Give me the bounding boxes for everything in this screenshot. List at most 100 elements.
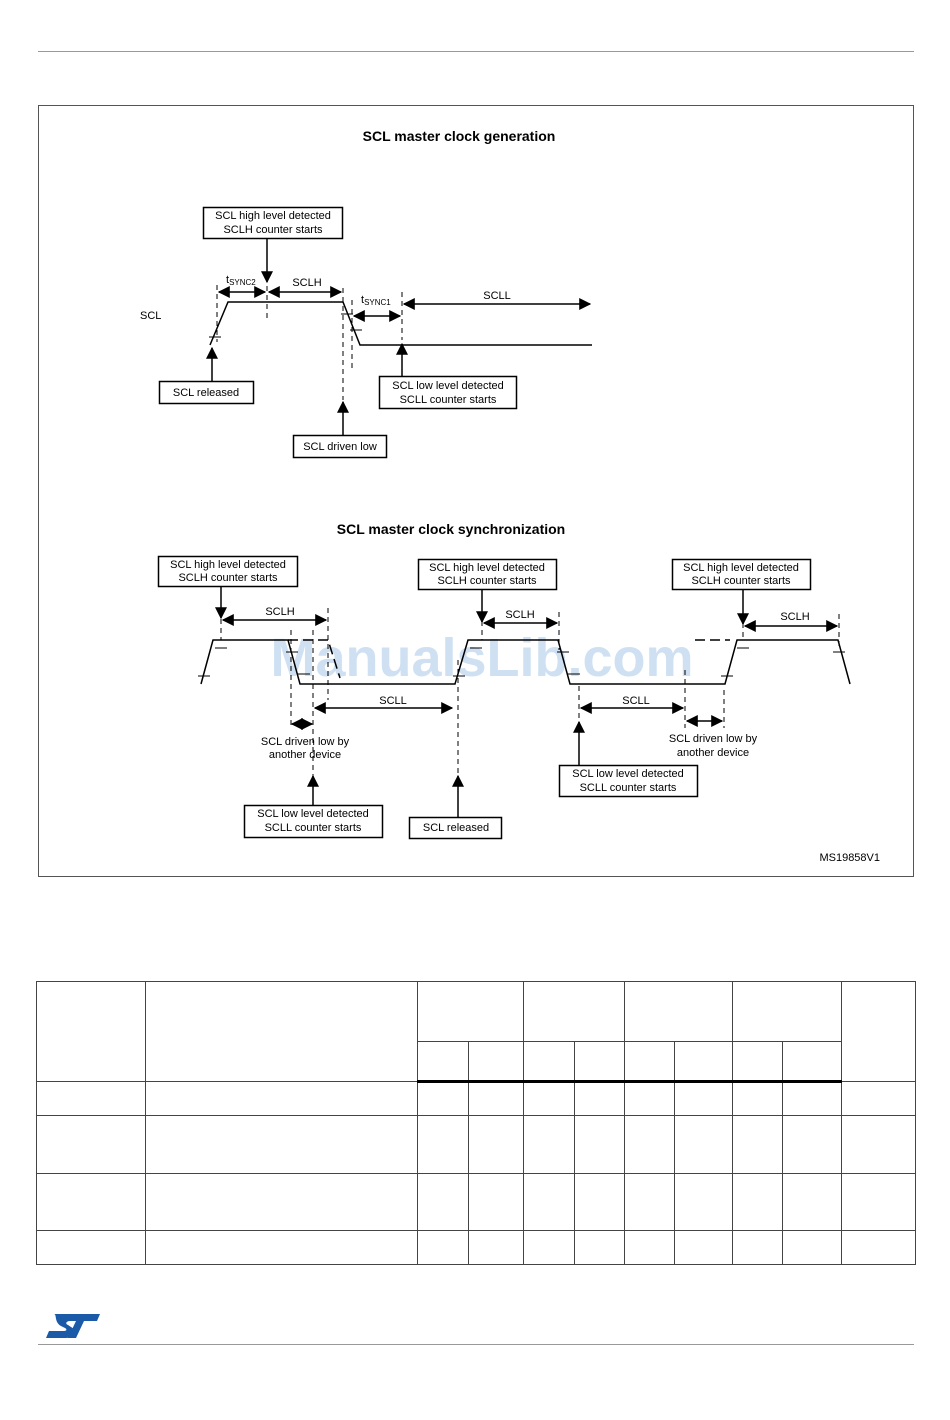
- driven-low-1-line2: another device: [269, 749, 341, 761]
- box-low-detected-generation: [378, 375, 518, 410]
- box-scl-released-generation: [158, 380, 255, 405]
- table-cell: [841, 1172, 916, 1231]
- table-cell: [732, 1041, 783, 1084]
- box-high-sync-1-line1: SCL high level detected: [170, 559, 286, 571]
- table-cell: [782, 1172, 842, 1231]
- box-scl-released-text: SCL released: [173, 387, 239, 399]
- box-low-detected-sync-1: [243, 804, 384, 839]
- table-header-row-2: [37, 1041, 916, 1084]
- box-high-detected-sync-1: [157, 555, 299, 588]
- figure-frame: [38, 105, 914, 877]
- watermark: ManualsLib.com: [270, 628, 693, 688]
- box-high-sync-2-line1: SCL high level detected: [429, 562, 545, 574]
- table-cell: [523, 1115, 575, 1174]
- box-low-sync-2-line2: SCLL counter starts: [580, 782, 677, 794]
- box-high-sync-2-line2: SCLH counter starts: [437, 575, 537, 587]
- table-cell: [782, 1229, 842, 1266]
- driven-low-1-line1: SCL driven low by: [261, 736, 350, 748]
- scl-signal-label: SCL: [140, 310, 161, 322]
- table-cell: [841, 980, 916, 1083]
- dashed-markers-generation: [216, 268, 403, 400]
- table-cell: [674, 1081, 733, 1117]
- table-header-row-1: [36, 980, 916, 1083]
- threshold-ticks-synchronization: [198, 647, 845, 677]
- sclh-label-generation: SCLH: [292, 277, 321, 289]
- scll-label-sync-1: SCLL: [379, 695, 407, 707]
- driven-low-2-line2: another device: [677, 747, 749, 759]
- sclh-label-sync-1: SCLH: [265, 606, 294, 618]
- box-high-detected-line2: SCLH counter starts: [223, 224, 323, 236]
- synchronization-title: SCL master clock synchronization: [337, 521, 565, 537]
- table-cell: [145, 980, 418, 1083]
- box-high-detected-sync-3: [671, 558, 812, 591]
- table-cell: [523, 1172, 575, 1231]
- figure-id: MS19858V1: [819, 852, 880, 864]
- box-high-detected-sync-2: [417, 558, 558, 591]
- table-cell: [468, 1081, 524, 1117]
- table-cell: [674, 1229, 733, 1266]
- table-cell: [468, 1115, 524, 1174]
- table-cell: [732, 1115, 783, 1174]
- table-cell: [145, 1115, 418, 1174]
- st-logo: [46, 1314, 100, 1338]
- table-row: [36, 1229, 916, 1266]
- scl-waveform-synchronization: [200, 639, 851, 685]
- box-low-sync-1-line2: SCLL counter starts: [265, 822, 362, 834]
- box-low-detected-sync-2: [558, 764, 699, 798]
- box-high-detected-generation: [202, 206, 344, 240]
- table-row: [36, 1172, 916, 1231]
- table-cell: [468, 1041, 524, 1084]
- table-cell: [574, 1172, 625, 1231]
- table-cell: [732, 1172, 783, 1231]
- box-high-sync-3-line2: SCLH counter starts: [691, 575, 791, 587]
- table-cell: [624, 1081, 675, 1117]
- table-cell: [145, 1172, 418, 1231]
- box-high-sync-3-line1: SCL high level detected: [683, 562, 799, 574]
- table-cell: [674, 1115, 733, 1174]
- table-cell: [574, 1081, 625, 1117]
- table-cell: [841, 1229, 916, 1266]
- table-cell: [624, 980, 733, 1043]
- table-cell: [36, 1081, 146, 1117]
- timing-diagram: ManualsLib.com SCL master clock generati…: [38, 105, 914, 877]
- table-cell: [145, 1081, 418, 1117]
- table-cell: [36, 1115, 146, 1174]
- table-cell: [36, 980, 146, 1083]
- driven-low-2-line1: SCL driven low by: [669, 733, 758, 745]
- sclh-label-sync-2: SCLH: [505, 609, 534, 621]
- box-scl-released-sync: [408, 816, 503, 840]
- table-cell: [417, 980, 524, 1043]
- table-cell: [417, 1229, 469, 1266]
- sclh-label-sync-3: SCLH: [780, 611, 809, 623]
- table-cell: [574, 1041, 625, 1084]
- table-cell: [782, 1115, 842, 1174]
- table-cell: [732, 980, 842, 1043]
- table-cell: [523, 1081, 575, 1117]
- table-cell: [417, 1172, 469, 1231]
- threshold-ticks-generation: [209, 313, 362, 338]
- table-cell: [624, 1172, 675, 1231]
- table-cell: [417, 1115, 469, 1174]
- table-cell: [417, 1041, 469, 1084]
- tsync1-label: tSYNC1: [361, 294, 391, 307]
- box-scl-driven-low-text: SCL driven low: [303, 441, 377, 453]
- box-high-detected-line1: SCL high level detected: [215, 210, 331, 222]
- generation-title: SCL master clock generation: [363, 128, 556, 144]
- scll-label-sync-2: SCLL: [622, 695, 650, 707]
- box-low-detected-line1: SCL low level detected: [392, 380, 504, 392]
- footer-rule: [38, 1344, 914, 1345]
- box-low-sync-2-line1: SCL low level detected: [572, 768, 684, 780]
- tsync2-label: tSYNC2: [226, 274, 256, 287]
- table-row: [36, 1115, 916, 1174]
- empty-table: [36, 980, 916, 1266]
- table-cell: [36, 1229, 146, 1266]
- table-cell: [574, 1229, 625, 1266]
- box-low-detected-line2: SCLL counter starts: [400, 394, 497, 406]
- table-cell: [782, 1081, 842, 1117]
- box-scl-driven-low: [292, 434, 388, 459]
- table-cell: [624, 1041, 675, 1084]
- table-cell: [468, 1229, 524, 1266]
- table-cell: [841, 1115, 916, 1174]
- box-scl-released-sync-text: SCL released: [423, 822, 489, 834]
- table-cell: [468, 1172, 524, 1231]
